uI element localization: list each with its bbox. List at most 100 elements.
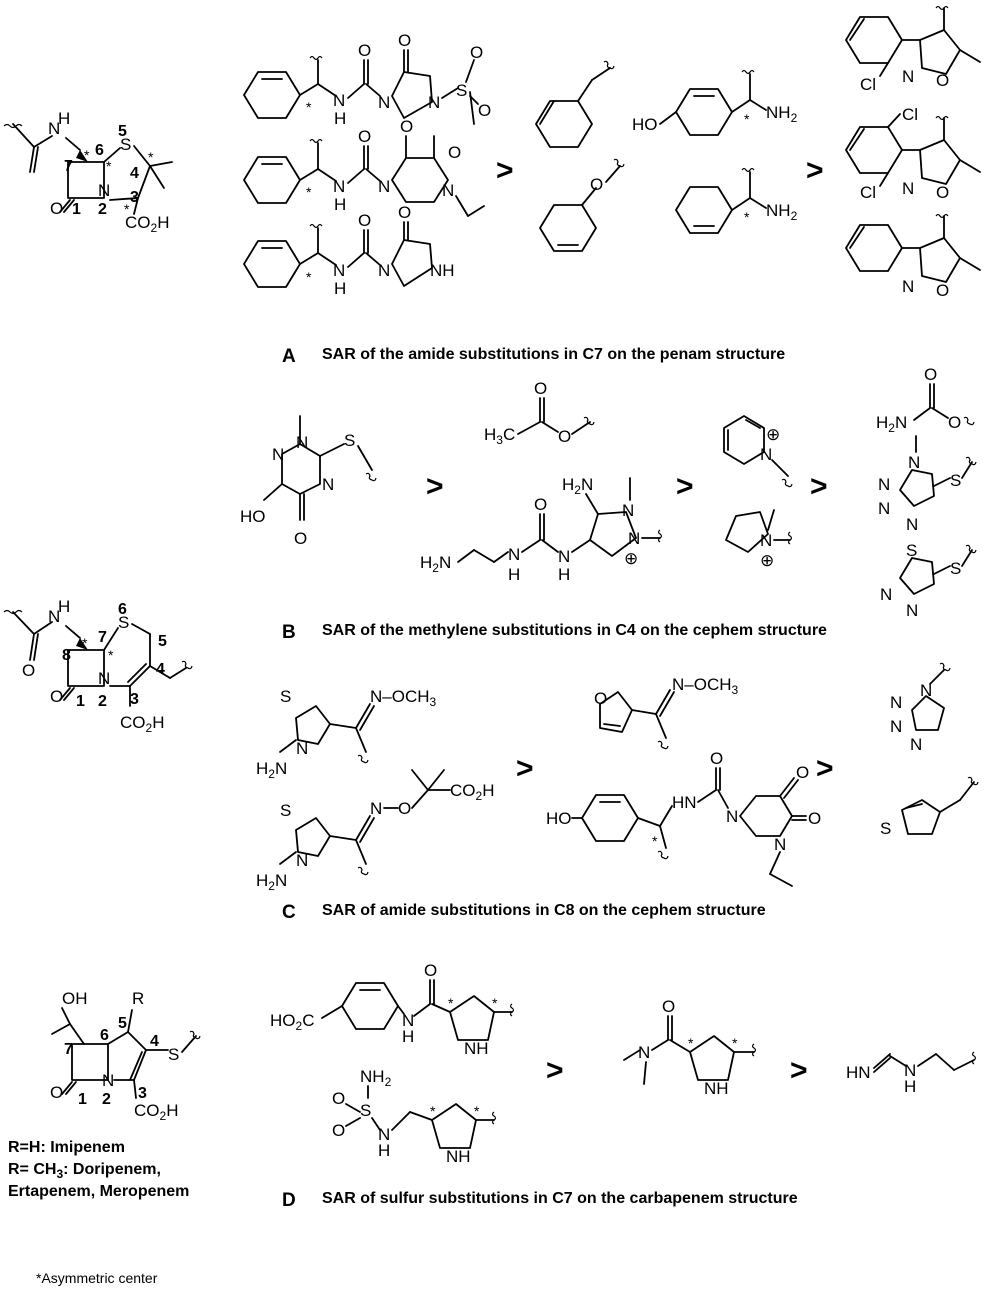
c-tetrazolyl-n2: N <box>890 717 902 736</box>
a-diclox-cl1: Cl <box>902 105 918 124</box>
a1-nh-h: H <box>334 109 346 128</box>
panel-c-tier3: N N N N S <box>880 662 979 838</box>
d-dori-o1: O <box>332 1089 345 1108</box>
b-tetrazole-n1: N <box>878 475 890 494</box>
carba-s: S <box>168 1045 179 1064</box>
carba-num-1: 1 <box>78 1091 87 1108</box>
panel-a-letter: A <box>282 346 296 367</box>
a2-nh-n: N <box>333 177 345 196</box>
a-cloxa-o: O <box>936 71 949 90</box>
panel-a-caption: SAR of the amide substitutions in C7 on … <box>322 346 785 363</box>
d-dori-star2: * <box>474 1103 480 1119</box>
c-thiazole-s1: S <box>280 687 291 706</box>
carba-r: R <box>132 989 144 1008</box>
b-ceftolozane-h2n: H2N <box>420 553 451 575</box>
b-pyrazole-n1: N <box>622 501 634 520</box>
b-pyrazole-plus: ⊕ <box>624 549 638 568</box>
b-tetrazole-n3: N <box>906 515 918 534</box>
d-mero-nh: NH <box>704 1079 729 1098</box>
b-thiadiazole-n1: N <box>880 585 892 604</box>
a3-imid-o: O <box>398 203 411 222</box>
penam-num-3: 3 <box>130 189 139 206</box>
carba-cooh: CO2H <box>134 1101 178 1123</box>
b-pyrrolidinium-n: N <box>760 531 772 550</box>
c-thiazole-n1: N <box>296 739 308 758</box>
a1-ring-n: N <box>378 93 390 112</box>
c-thiazole-s2: S <box>280 801 291 820</box>
c-furan-oxime: N–OCH3 <box>672 675 739 697</box>
c-thiazole-n2: N <box>296 851 308 870</box>
panel-d-tier2: N O NH * * <box>623 997 757 1098</box>
c-gt-1: > <box>516 752 534 785</box>
panel-d-caption: SAR of sulfur substitutions in C7 on the… <box>322 1190 798 1207</box>
a2-dioxo-o1: O <box>400 117 413 136</box>
panel-b-tier2: H3C O O H2N N H O N H H2N N N ⊕ <box>420 379 663 584</box>
cephem-num-2: 2 <box>98 693 107 710</box>
panel-a-tier1: * N H O N O N S O O <box>243 31 491 128</box>
b-tetrazole-n4: N <box>908 453 920 472</box>
d-gt-2: > <box>790 1054 808 1087</box>
b-pyrazole-n2: N <box>628 529 640 548</box>
b-thiadiazole-s2: S <box>950 559 961 578</box>
carba-oh: OH <box>62 989 88 1008</box>
a3-nh-n: N <box>333 261 345 280</box>
b-thiadiazole-n2: N <box>906 601 918 620</box>
d-erta-star2: * <box>492 995 498 1011</box>
d-erta-nh-n: N <box>402 1011 414 1030</box>
panel-d-tier3: HN N H <box>846 1051 977 1096</box>
c-tetrazolyl-n3: N <box>910 735 922 754</box>
c-thiazole-h2n1: H2N <box>256 759 287 781</box>
a2-ring-n: N <box>378 177 390 196</box>
a1-imid-o: O <box>398 31 411 50</box>
cephem-star-c8: * <box>82 635 88 651</box>
a1-so-o1: O <box>470 43 483 62</box>
a-diclox-o: O <box>936 183 949 202</box>
a-amp-star: * <box>744 209 750 225</box>
carba-num-3: 3 <box>138 1085 147 1102</box>
cephem-nh-n: N <box>48 607 60 626</box>
a-diclox-cl2: Cl <box>860 183 876 202</box>
d-dori-o2: O <box>332 1121 345 1140</box>
a1-ring-n2: N <box>428 93 440 112</box>
carbapenem-core: OH O R S CO2H N 7 6 5 4 3 2 1 <box>50 989 201 1123</box>
b-carbamate-o1: O <box>924 365 937 384</box>
b-thiadiazole-s1: S <box>906 541 917 560</box>
c-gt-2: > <box>816 752 834 785</box>
c-cefop-ring-n: N <box>726 807 738 826</box>
penam-num-5: 5 <box>118 123 127 140</box>
c-thiophene-s: S <box>880 819 891 838</box>
b-urea-n2: N <box>558 547 570 566</box>
cephem-lactam-o: O <box>50 687 63 706</box>
c-cefop-ring-n2: N <box>774 835 786 854</box>
a1-star: * <box>306 99 312 115</box>
b-acetoxy-o1: O <box>534 379 547 398</box>
c-furan-o: O <box>594 689 607 708</box>
panel-b-tier1: N N N S HO O <box>240 415 377 548</box>
c-tetrazolyl-n1: N <box>890 693 902 712</box>
penam-core: N H O S CO2H 7 6 5 4 3 2 1 * * * * N <box>3 109 173 235</box>
penam-num-7: 7 <box>64 158 73 175</box>
penam-star-c6: * <box>106 158 112 174</box>
d-erta-o: O <box>424 961 437 980</box>
a1-so-o2: O <box>478 101 491 120</box>
c-cefop-urea-o: O <box>710 749 723 768</box>
cephem-num-7: 7 <box>98 629 107 646</box>
a-phenoxy-o: O <box>590 175 603 194</box>
cephem-core: O N H O S CO2H N 8 7 6 5 4 3 2 1 * * <box>3 597 193 735</box>
a3-star: * <box>306 269 312 285</box>
d-imi-hn: HN <box>846 1063 871 1082</box>
d-mero-star2: * <box>732 1035 738 1051</box>
penam-num-6: 6 <box>95 142 104 159</box>
panel-b-tier4: H2N O O N N N N S S N N S <box>876 365 977 620</box>
b-triazine-n1: N <box>272 445 284 464</box>
cephem-star-c7: * <box>108 647 114 663</box>
panel-d-tier1: HO2C N H O NH * * NH2 S O O N H NH * * <box>270 961 515 1166</box>
c-oxime2-o: O <box>398 799 411 818</box>
carba-note-imipenem: R=H: Imipenem <box>8 1139 125 1156</box>
c-cefop-ho: HO <box>546 809 572 828</box>
penam-sulfur: S <box>120 135 131 154</box>
penam-nh-label: N <box>48 119 60 138</box>
a-oxa-n: N <box>902 277 914 296</box>
cephem-amide-o: O <box>22 661 35 680</box>
